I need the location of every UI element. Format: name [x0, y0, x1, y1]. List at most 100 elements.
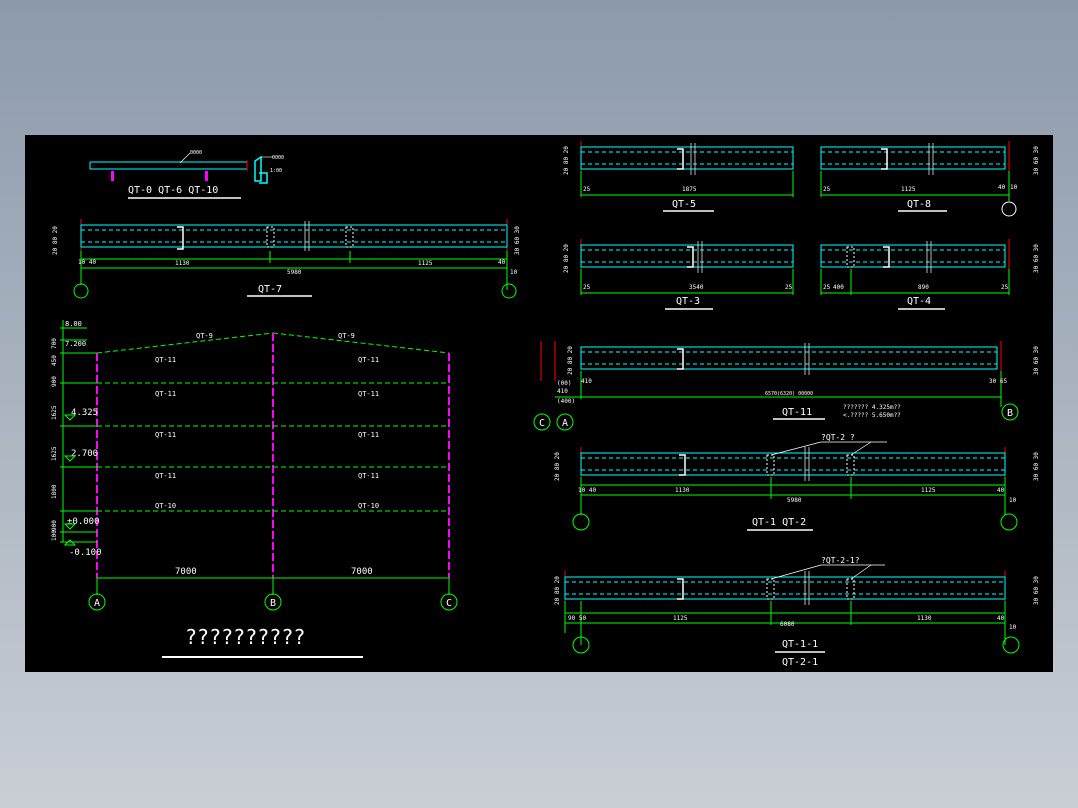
qt4-mid: 400 [833, 284, 844, 291]
axis-c: C [446, 598, 452, 609]
qt4-right: 25 [1001, 284, 1009, 291]
span-2: 7000 [351, 567, 373, 577]
qt12-seg1: 1130 [675, 487, 690, 494]
left-dim-4: 1625 [51, 446, 58, 461]
qt121-total: 6080 [780, 621, 795, 628]
qt8-right-end: 10 [1010, 184, 1018, 191]
axis-b: B [270, 598, 276, 609]
row-right-3: QT-11 [358, 431, 379, 439]
qt121-right-end: 10 [1009, 624, 1017, 631]
qt11-axis-c: C [539, 418, 545, 429]
qt11-total: 6570(6320) 00000 [765, 391, 813, 397]
qt12-side-right: 30 60 30 [1033, 452, 1040, 481]
left-dim-0: 700 [51, 338, 58, 349]
qt12-side-left: 20 80 20 [554, 452, 561, 481]
level-2: 4.325 [71, 408, 98, 418]
qt121-right-dims: 40 [997, 615, 1005, 622]
qt11-axis-a: A [562, 418, 568, 429]
detail-note-3: 1:00 [270, 168, 282, 174]
qt12-seg2: 1125 [921, 487, 936, 494]
level-5: -0.100 [69, 548, 102, 558]
row-right-4: QT-11 [358, 472, 379, 480]
span-1: 7000 [175, 567, 197, 577]
qt4-left: 25 [823, 284, 831, 291]
qt8-left: 25 [823, 186, 831, 193]
qt5-dim: 1875 [682, 186, 697, 193]
qt11-right: 30 65 [989, 378, 1007, 385]
row-left-3: QT-11 [155, 431, 176, 439]
qt7-total: 5980 [287, 269, 302, 276]
qt4-side-right: 30 60 30 [1033, 244, 1040, 273]
qt3-left: 25 [583, 284, 591, 291]
qt7-caption: QT-7 [258, 284, 282, 295]
qt7-side-left: 20 80 20 [52, 226, 59, 255]
beam-qt5: 25 1875 20 80 20 QT-5 [563, 141, 794, 212]
qt11-axis-b: B [1007, 408, 1013, 419]
detail-section-qt0: 0000 0000 1:00 QT-0 QT-6 QT-10 [89, 150, 284, 199]
qt8-caption: QT-8 [907, 199, 931, 210]
axis-a: A [94, 598, 100, 609]
row-right-1: QT-11 [358, 356, 379, 364]
qt11-note1: ??????? 4.325m?? [843, 404, 901, 411]
beam-qt11: (00) 410 (400) 410 30 65 6570(6320) 0000… [533, 341, 1040, 431]
qt4-dim: 890 [918, 284, 929, 291]
level-1: 7.200 [65, 340, 86, 348]
level-3: 2.700 [71, 449, 98, 459]
qt8-dim: 1125 [901, 186, 916, 193]
beam-qt11-qt21: ?QT-2-1? 90 50 1125 6080 1130 40 10 20 8… [554, 556, 1040, 668]
qt121-caption1: QT-1-1 [782, 639, 818, 650]
qt121-callout: ?QT-2-1? [821, 556, 860, 565]
qt121-seg2: 1130 [917, 615, 932, 622]
qt7-side-right: 30 60 30 [514, 226, 521, 255]
row-left-2: QT-11 [155, 390, 176, 398]
left-dim-1: 450 [51, 355, 58, 366]
qt11-left-paren: (00) [557, 380, 571, 387]
qt121-caption2: QT-2-1 [782, 657, 818, 668]
qt3-caption: QT-3 [676, 296, 700, 307]
qt4-caption: QT-4 [907, 296, 931, 307]
qt11-left: 410 [557, 388, 568, 395]
row-left-5: QT-10 [155, 502, 176, 510]
qt7-seg2: 1125 [418, 260, 433, 267]
cad-drawing-canvas[interactable]: 0000 0000 1:00 QT-0 QT-6 QT-10 1130 1125… [25, 135, 1053, 672]
detail-note-1: 0000 [190, 150, 202, 156]
qt5-caption: QT-5 [672, 199, 696, 210]
qt11-side-right: 30 60 30 [1033, 346, 1040, 375]
left-dim-6: 900 [51, 520, 58, 531]
drawing-sheet: 0000 0000 1:00 QT-0 QT-6 QT-10 1130 1125… [51, 141, 1040, 668]
row-right-5: QT-10 [358, 502, 379, 510]
beam-qt4: 25 400 890 25 30 60 30 QT-4 [820, 239, 1040, 310]
qt121-left-dims: 90 50 [568, 615, 586, 622]
beam-qt3: 25 3540 25 20 80 20 QT-3 [563, 239, 794, 310]
qt12-callout: ?QT-2 ? [821, 433, 855, 442]
level-0: 8.00 [65, 320, 82, 328]
qt11-side-left: 20 80 20 [567, 346, 574, 375]
qt3-side-left: 20 80 20 [563, 244, 570, 273]
qt121-side-right: 30 60 30 [1033, 576, 1040, 605]
level-4: ±0.000 [67, 517, 100, 527]
elevation-view: QT-9 QT-9 QT-11 QT-11 QT-11 QT-11 QT-10 … [51, 320, 458, 658]
qt7-right-end: 10 [510, 269, 518, 276]
qt7-left-dims: 10 40 [78, 259, 96, 266]
beam-qt8: 25 1125 40 10 30 60 30 QT-8 [820, 141, 1040, 217]
detail-note-2: 0000 [272, 155, 284, 161]
qt5-left: 25 [583, 186, 591, 193]
row-left-1: QT-11 [155, 356, 176, 364]
qt11-note2: <.????? 5.650m?? [843, 412, 901, 419]
left-dim-3: 1625 [51, 405, 58, 420]
left-dim-2: 900 [51, 376, 58, 387]
row-right-2: QT-11 [358, 390, 379, 398]
qt12-total: 5980 [787, 497, 802, 504]
detail-caption: QT-0 QT-6 QT-10 [128, 185, 218, 196]
qt7-right-dims: 40 [498, 259, 506, 266]
qt12-right-end: 10 [1009, 497, 1017, 504]
beam-qt7: 1130 1125 5980 10 40 40 10 20 80 20 30 6… [52, 219, 521, 299]
qt12-right-dims: 40 [997, 487, 1005, 494]
qt3-right: 25 [785, 284, 793, 291]
beam-qt1-qt2: ?QT-2 ? 10 40 1130 5980 1125 40 10 20 80… [554, 433, 1040, 531]
qt12-caption: QT-1 QT-2 [752, 517, 806, 528]
qt8-side-right: 30 60 30 [1033, 146, 1040, 175]
qt5-side-left: 20 80 20 [563, 146, 570, 175]
qt11-left-inner: 410 [581, 378, 592, 385]
qt121-seg1: 1125 [673, 615, 688, 622]
